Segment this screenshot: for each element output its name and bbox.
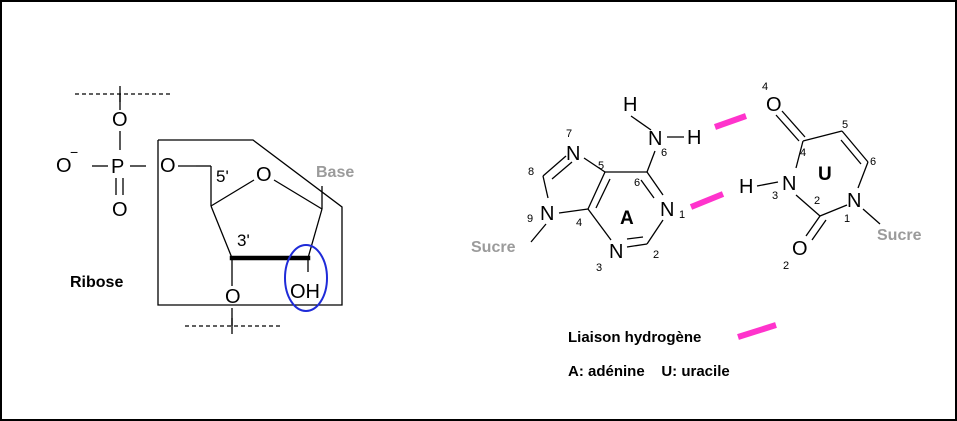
uracil-num-4: 4 (800, 147, 806, 159)
ribose-OH: OH (290, 281, 320, 303)
ring-C5-N7 (583, 157, 606, 173)
adenine-N7: N (566, 143, 580, 165)
oh-highlight-circle (284, 244, 328, 312)
adenine-num-3: 3 (596, 262, 602, 274)
phosphate-O-minus: O (56, 155, 72, 177)
ring-O: O (256, 164, 272, 186)
adenine-num-1: 1 (679, 209, 685, 221)
adenine-N3: N (609, 241, 623, 263)
adenine-H-side: H (687, 127, 701, 149)
ring-N7-C8-inner (551, 161, 573, 180)
ring-C4-C3 (210, 205, 233, 259)
legend-hbond-swatch (737, 322, 777, 340)
base-label: Base (316, 164, 354, 181)
ring-N3-C4 (795, 140, 804, 169)
adenine-num-6b: 6 (634, 177, 640, 189)
uracil-O4: O (766, 94, 782, 116)
phosphate-minus-sign: − (70, 144, 78, 160)
uracil-N3: N (782, 173, 796, 195)
adenine-num-5: 5 (598, 160, 604, 172)
phosphate-O-link: O (160, 155, 176, 177)
uracil-structure: 4 O 5 6 N 1 2 N 3 4 H O 2 Sucre U (739, 81, 922, 272)
adenine-structure: H N 6 H N 1 N 3 2 4 5 6 N 7 8 N 9 (471, 94, 701, 274)
bond-O4-C4-a (775, 114, 800, 142)
ring-N1-C2 (646, 219, 664, 245)
uracil-H3: H (739, 176, 753, 198)
bond-C2-O2-b (811, 219, 827, 241)
uracil-num-2b: 2 (783, 260, 789, 272)
label-5prime: 5' (216, 167, 229, 186)
bond-C2-O2-a (805, 215, 821, 237)
ring-C4-C5-inner (595, 178, 611, 209)
adenine-sucre: Sucre (471, 239, 516, 256)
uracil-num-5: 5 (842, 119, 848, 131)
ring-N1-C2 (819, 204, 848, 217)
ring-C6-N1 (646, 171, 664, 196)
ring-C1-C2 (307, 208, 323, 259)
bond-N9-sucre (530, 223, 547, 243)
ring-C6-N1-inner (640, 179, 655, 199)
legend-abbreviations: A: adénine U: uracile (568, 363, 730, 380)
label-3prime: 3' (237, 231, 250, 250)
uracil-num-6: 6 (870, 156, 876, 168)
adenine-num-2: 2 (653, 249, 659, 261)
ribose-outline (157, 139, 343, 306)
hydrogen-bond-bottom (689, 191, 725, 210)
ring-C6-N1 (857, 161, 869, 189)
uracil-num-1: 1 (844, 213, 850, 225)
bond-H-N6 (630, 115, 652, 131)
ring-C5-C6 (841, 130, 869, 163)
ring-N9-C4 (558, 208, 589, 214)
uracil-N1: N (847, 190, 861, 212)
hydrogen-bond-top (713, 113, 748, 130)
ring-C2-N3 (626, 243, 648, 248)
phosphate-P: P (111, 156, 124, 178)
adenine-H-top: H (623, 94, 637, 116)
ring-N7-C8 (542, 155, 567, 177)
uracil-sucre: Sucre (877, 227, 922, 244)
adenine-num-4: 4 (576, 217, 582, 229)
ring-O-C1 (273, 179, 323, 210)
uracil-num-4top: 4 (762, 81, 768, 93)
adenine-num-7: 7 (566, 128, 572, 140)
ribose-name: Ribose (70, 274, 123, 291)
bond-N1-sucre (862, 208, 881, 225)
ring-C2-N3-inner (626, 236, 644, 240)
adenine-num-6a: 6 (661, 147, 667, 159)
ring-C5-C6-inner (840, 139, 862, 165)
ribose-structure: O O − P O O 5' O 3' Base O (56, 86, 354, 334)
adenine-N6: N (648, 128, 662, 150)
ring-C8-N9 (542, 175, 549, 199)
adenine-num-9: 9 (527, 213, 533, 225)
ring-C4-O (210, 179, 255, 207)
ring-C4-C5 (802, 130, 843, 142)
legend: Liaison hydrogène A: adénine U: uracile (568, 322, 777, 380)
phosphate-O-bottom: O (112, 199, 128, 221)
bond-H-N3 (756, 181, 779, 187)
ring-C2-N3 (795, 194, 821, 217)
uracil-O2: O (792, 238, 808, 260)
bond-C6-N6 (646, 150, 656, 173)
adenine-N9: N (540, 203, 554, 225)
bond-O4-C4-b (781, 110, 806, 138)
adenine-letter: A (620, 208, 634, 229)
ring-C4-C5 (587, 171, 606, 210)
uracil-num-3: 3 (772, 190, 778, 202)
phosphate-O-top: O (112, 109, 128, 131)
ring-N3-C4 (587, 208, 612, 241)
adenine-N1: N (660, 199, 674, 221)
legend-hbond-label: Liaison hydrogène (568, 329, 701, 346)
ribose-O-lower: O (225, 286, 241, 308)
adenine-num-8: 8 (528, 166, 534, 178)
uracil-num-2: 2 (814, 195, 820, 207)
uracil-letter: U (818, 164, 832, 185)
